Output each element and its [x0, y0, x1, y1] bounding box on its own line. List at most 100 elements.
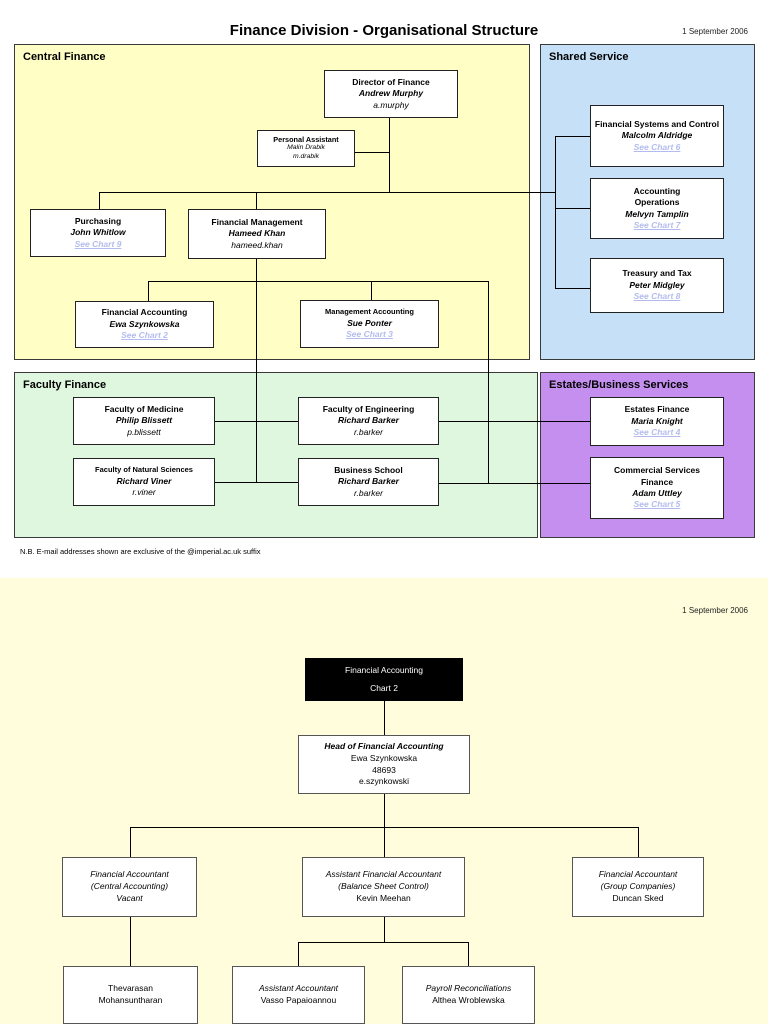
org-box-financial-management: Financial Management Hameed Khan hameed.…	[188, 209, 326, 259]
box-person: Philip Blissett	[115, 415, 173, 426]
connector-line	[298, 942, 299, 966]
connector-line	[555, 136, 556, 288]
connector-line	[256, 281, 257, 482]
box-title: Financial Accounting	[101, 307, 188, 318]
see-chart-6-link[interactable]: See Chart 6	[633, 141, 681, 152]
box-person: John Whitlow	[70, 227, 126, 238]
see-chart-3-link[interactable]: See Chart 3	[346, 329, 393, 340]
org-box-personal-assistant: Personal Assistant Malin Drabik m.drabik	[257, 130, 355, 167]
org-box-business-school: Business School Richard Barker r.barker	[298, 458, 439, 506]
box-title: Head of Financial Accounting	[324, 740, 444, 751]
box-person: Malin Drabik	[287, 144, 325, 152]
chart-header-number: Chart 2	[370, 683, 398, 693]
connector-line	[555, 208, 590, 209]
box-title: Financial Accountant	[90, 869, 169, 880]
connector-line	[439, 421, 590, 422]
see-chart-5-link[interactable]: See Chart 5	[633, 499, 681, 510]
org-box-financial-accountant-central: Financial Accountant (Central Accounting…	[62, 857, 197, 917]
connector-line	[555, 136, 590, 137]
box-person: Vasso Papaioannou	[260, 995, 337, 1005]
box-email: a.murphy	[373, 99, 409, 110]
box-person: Richard Barker	[338, 415, 399, 426]
box-email: r.barker	[354, 426, 383, 437]
box-person: Althea Wroblewska	[432, 995, 505, 1005]
chart-header-title: Financial Accounting	[345, 665, 423, 675]
box-title: Faculty of Engineering	[322, 403, 415, 414]
connector-line	[215, 482, 298, 483]
box-person: Melvyn Tamplin	[625, 208, 689, 219]
org-box-director-of-finance: Director of Finance Andrew Murphy a.murp…	[324, 70, 458, 118]
org-box-payroll-reconciliations: Payroll Reconciliations Althea Wroblewsk…	[402, 966, 535, 1024]
box-person: Kevin Meehan	[356, 892, 411, 903]
connector-line	[355, 152, 389, 153]
connector-line	[148, 281, 488, 282]
box-title: Personal Assistant	[273, 134, 339, 144]
connector-line	[389, 118, 390, 192]
section-label-faculty-finance: Faculty Finance	[23, 379, 107, 391]
box-subtitle: (Group Companies)	[600, 881, 676, 892]
box-person: Richard Viner	[116, 475, 172, 486]
box-title: Management Accounting	[325, 307, 414, 317]
date-page2: 1 September 2006	[682, 606, 748, 615]
box-subtitle: (Balance Sheet Control)	[338, 881, 429, 892]
box-title: Accounting Operations	[633, 185, 681, 208]
org-box-accounting-operations: Accounting Operations Melvyn Tamplin See…	[590, 178, 724, 239]
section-label-shared-service: Shared Service	[549, 51, 629, 63]
box-subtitle: (Central Accounting)	[90, 881, 169, 892]
connector-line	[130, 917, 131, 966]
box-email: p.blissett	[127, 426, 161, 437]
see-chart-9-link[interactable]: See Chart 9	[74, 238, 122, 249]
org-box-head-of-financial-accounting: Head of Financial Accounting Ewa Szynkow…	[298, 735, 470, 794]
box-title: Faculty of Natural Sciences	[95, 465, 193, 475]
connector-line	[99, 192, 100, 209]
box-title: Payroll Reconciliations	[425, 983, 512, 994]
org-box-thevarasan: Thevarasan Mohansuntharan	[63, 966, 198, 1024]
org-box-management-accounting: Management Accounting Sue Ponter See Cha…	[300, 300, 439, 348]
org-box-faculty-of-medicine: Faculty of Medicine Philip Blissett p.bl…	[73, 397, 215, 445]
box-person: Vacant	[116, 892, 143, 903]
connector-line	[638, 827, 639, 857]
connector-line	[130, 827, 131, 857]
box-email: e.szynkowski	[358, 776, 410, 787]
box-email: r.viner	[132, 487, 156, 498]
section-label-estates: Estates/Business Services	[549, 379, 689, 391]
box-title: Assistant Financial Accountant	[325, 869, 442, 880]
connector-line	[555, 288, 590, 289]
connector-line	[99, 192, 555, 193]
org-box-financial-accountant-group: Financial Accountant (Group Companies) D…	[572, 857, 704, 917]
connector-line	[298, 942, 468, 943]
box-title: Director of Finance	[352, 76, 430, 87]
document-title: Finance Division - Organisational Struct…	[229, 22, 539, 39]
box-title: Financial Accountant	[598, 869, 678, 880]
box-person: Andrew Murphy	[358, 88, 424, 99]
box-title: Treasury and Tax	[622, 268, 692, 279]
box-email: m.drabik	[292, 153, 320, 161]
box-person: Adam Uttley	[632, 488, 682, 498]
box-person: Maria Knight	[631, 415, 683, 426]
chart-2-header: Financial Accounting Chart 2	[305, 658, 463, 701]
box-title: Faculty of Medicine	[104, 403, 184, 414]
org-box-financial-systems-and-control: Financial Systems and Control Malcolm Al…	[590, 105, 724, 167]
see-chart-7-link[interactable]: See Chart 7	[633, 219, 681, 230]
connector-line	[256, 192, 257, 209]
box-person: Sue Ponter	[347, 317, 392, 328]
connector-line	[384, 794, 385, 827]
org-box-assistant-accountant: Assistant Accountant Vasso Papaioannou	[232, 966, 365, 1024]
see-chart-4-link[interactable]: See Chart 4	[633, 427, 681, 438]
section-label-central-finance: Central Finance	[23, 51, 106, 63]
org-box-assistant-financial-accountant: Assistant Financial Accountant (Balance …	[302, 857, 465, 917]
connector-line	[256, 259, 257, 281]
box-title: Business School	[334, 464, 403, 475]
page-2: 1 September 2006 Financial Accounting Ch…	[0, 578, 768, 1024]
connector-line	[371, 281, 372, 300]
see-chart-2-link[interactable]: See Chart 2	[121, 330, 168, 341]
connector-line	[148, 281, 149, 301]
box-person: Richard Barker	[338, 476, 399, 487]
box-title: Commercial Services Finance	[614, 465, 700, 487]
connector-line	[384, 827, 385, 857]
see-chart-8-link[interactable]: See Chart 8	[633, 291, 681, 302]
connector-line	[488, 281, 489, 484]
box-person: Ewa Szynkowska	[109, 318, 180, 329]
box-title: Purchasing	[74, 215, 122, 226]
email-suffix-note: N.B. E-mail addresses shown are exclusiv…	[20, 547, 261, 556]
